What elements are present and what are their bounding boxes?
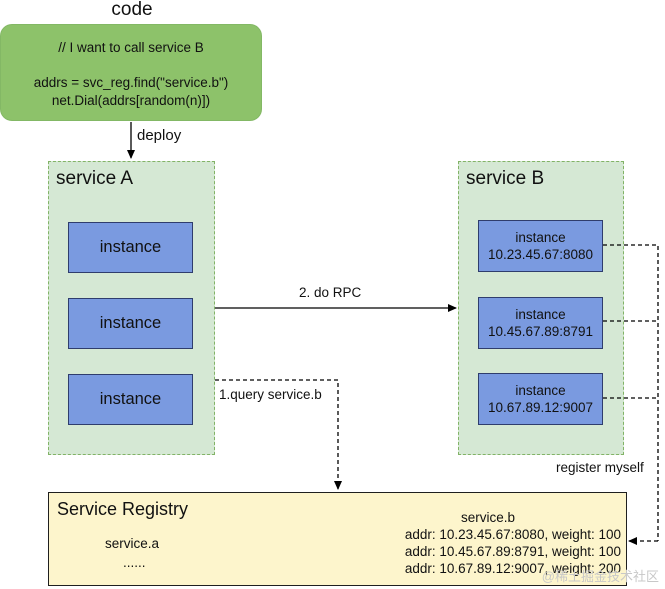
instance-name: instance (515, 307, 566, 322)
service-b-instance: instance 10.23.45.67:8080 (478, 220, 603, 272)
register-label: register myself (556, 460, 644, 475)
service-b-instance: instance 10.67.89.12:9007 (478, 373, 603, 425)
registry-service-b-entry: addr: 10.67.89.12:9007, weight: 200 (404, 561, 621, 576)
code-title: code (111, 0, 153, 20)
deploy-label: deploy (137, 127, 182, 144)
query-label: 1.query service.b (219, 387, 322, 402)
code-line-dial: net.Dial(addrs[random(n)]) (51, 93, 211, 108)
service-a-instance: instance (68, 374, 193, 425)
service-a-label: service A (56, 168, 134, 189)
registry-title: Service Registry (57, 499, 189, 519)
registry-service-b-entry: addr: 10.23.45.67:8080, weight: 100 (404, 527, 621, 542)
instance-address: 10.23.45.67:8080 (487, 247, 594, 262)
code-block: // I want to call service B addrs = svc_… (0, 24, 262, 121)
instance-name: instance (515, 383, 566, 398)
service-b-label: service B (466, 168, 545, 189)
service-a-instance: instance (68, 298, 193, 349)
registry-entry-service-a: service.a (105, 536, 160, 551)
instance-name: instance (515, 230, 566, 245)
register-line (603, 244, 659, 541)
instance-address: 10.45.67.89:8791 (487, 324, 594, 339)
service-b-instance: instance 10.45.67.89:8791 (478, 297, 603, 349)
service-registry: Service Registry service.a ...... servic… (48, 492, 627, 586)
rpc-label: 2. do RPC (299, 285, 362, 300)
query-arrow (215, 379, 342, 490)
registry-service-b-title: service.b (460, 510, 516, 525)
code-line-find: addrs = svc_reg.find("service.b") (33, 75, 229, 90)
registry-more: ...... (123, 555, 146, 570)
instance-address: 10.67.89.12:9007 (487, 400, 594, 415)
service-a-instance: instance (68, 222, 193, 273)
watermark-text: @稀土掘金技术社区 (541, 569, 659, 584)
code-line-comment: // I want to call service B (58, 40, 204, 55)
registry-service-b-entry: addr: 10.45.67.89:8791, weight: 100 (404, 544, 621, 559)
